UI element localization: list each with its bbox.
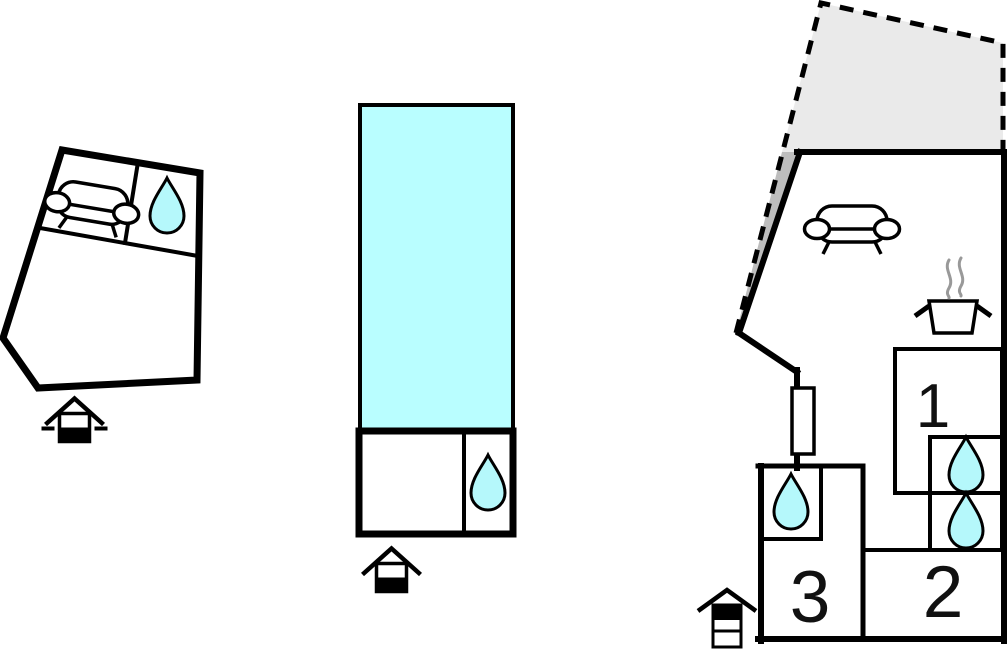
left-building: [0, 146, 204, 442]
room-2-label: 2: [923, 552, 964, 633]
sofa-icon: [802, 204, 902, 256]
cooking-pot-icon: [913, 256, 993, 335]
room-3-label: 3: [790, 557, 831, 638]
left-partition-horizontal: [37, 225, 201, 259]
entrance-icon-main: [696, 587, 758, 649]
right-building: 1 2 3: [696, 0, 1007, 649]
connector-door: [790, 386, 816, 456]
pool-area: [358, 103, 515, 433]
steam-icon: [945, 256, 965, 300]
room-1: [893, 347, 1004, 495]
terrace-dashed-outline: [733, 0, 1006, 334]
room-1-label: 1: [916, 372, 950, 441]
covered-terrace-light: [782, 3, 1003, 152]
middle-building: [355, 103, 517, 592]
entrance-icon: [363, 549, 421, 592]
left-partition-vertical: [122, 159, 141, 246]
entrance-icon: [41, 399, 108, 442]
